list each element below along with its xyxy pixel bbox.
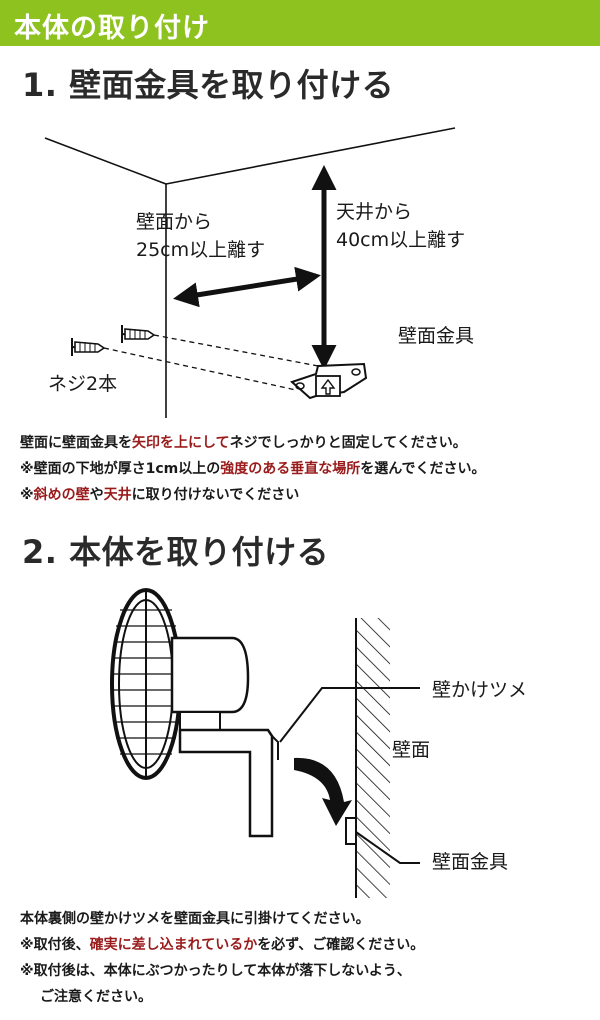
ceiling-edge-right xyxy=(165,127,456,185)
bracket-label: 壁面金具 xyxy=(398,325,475,347)
header-bar: 本体の取り付け xyxy=(0,0,600,46)
step2-notes: 本体裏側の壁かけツメを壁面金具に引掛けてください。 ※取付後、確実に差し込まれて… xyxy=(20,906,424,1010)
header-title: 本体の取り付け xyxy=(14,13,210,44)
ceiling-distance-label-line2: 40cm以上離す xyxy=(336,229,466,251)
motor-housing-icon xyxy=(170,636,250,731)
bracket-installation-diagram xyxy=(44,127,456,418)
mounting-arm-icon xyxy=(178,728,279,838)
step2-title: 2. 本体を取り付ける xyxy=(22,533,330,571)
step1-title: 1. 壁面金具を取り付ける xyxy=(22,66,395,104)
wall-label: 壁面 xyxy=(392,739,431,761)
screw-guide-line xyxy=(103,347,297,391)
fan-guard-icon xyxy=(110,588,182,780)
wall-hatch xyxy=(356,618,390,898)
wall-distance-arrow xyxy=(173,266,321,308)
step1-notes: 壁面に壁面金具を矢印を上にしてネジでしっかりと固定してください。 ※壁面の下地が… xyxy=(20,430,486,508)
hook-leader-line xyxy=(279,687,420,743)
note-line: 本体裏側の壁かけツメを壁面金具に引掛けてください。 xyxy=(20,911,370,927)
note-line: ※斜めの壁や天井に取り付けないでください xyxy=(20,487,300,503)
wall-bracket-icon xyxy=(345,817,357,845)
screws-label: ネジ2本 xyxy=(48,373,118,395)
wall-distance-label-line2: 25cm以上離す xyxy=(136,239,266,261)
wall-bracket-icon xyxy=(290,362,368,400)
note-line: ※取付後は、本体にぶつかったりして本体が落下しないよう、 xyxy=(20,963,411,979)
screw-icon xyxy=(121,325,156,343)
ceiling-distance-label-line1: 天井から xyxy=(336,201,413,223)
fan-mounting-diagram xyxy=(110,588,420,898)
screw-icon xyxy=(71,338,106,356)
note-line: ご注意ください。 xyxy=(40,989,152,1005)
wall-distance-label-line1: 壁面から xyxy=(136,211,213,233)
bracket-label-step2: 壁面金具 xyxy=(432,851,509,873)
bracket-leader-line xyxy=(355,831,420,864)
note-line: ※取付後、確実に差し込まれているかを必ず、ご確認ください。 xyxy=(20,937,425,953)
hang-direction-arrow-icon xyxy=(294,757,352,826)
note-line: 壁面に壁面金具を矢印を上にしてネジでしっかりと固定してください。 xyxy=(20,435,467,451)
note-line: ※壁面の下地が厚さ1cm以上の強度のある垂直な場所を選んでください。 xyxy=(20,461,486,477)
hook-label: 壁かけツメ xyxy=(432,679,528,701)
ceiling-edge-left xyxy=(44,137,167,185)
